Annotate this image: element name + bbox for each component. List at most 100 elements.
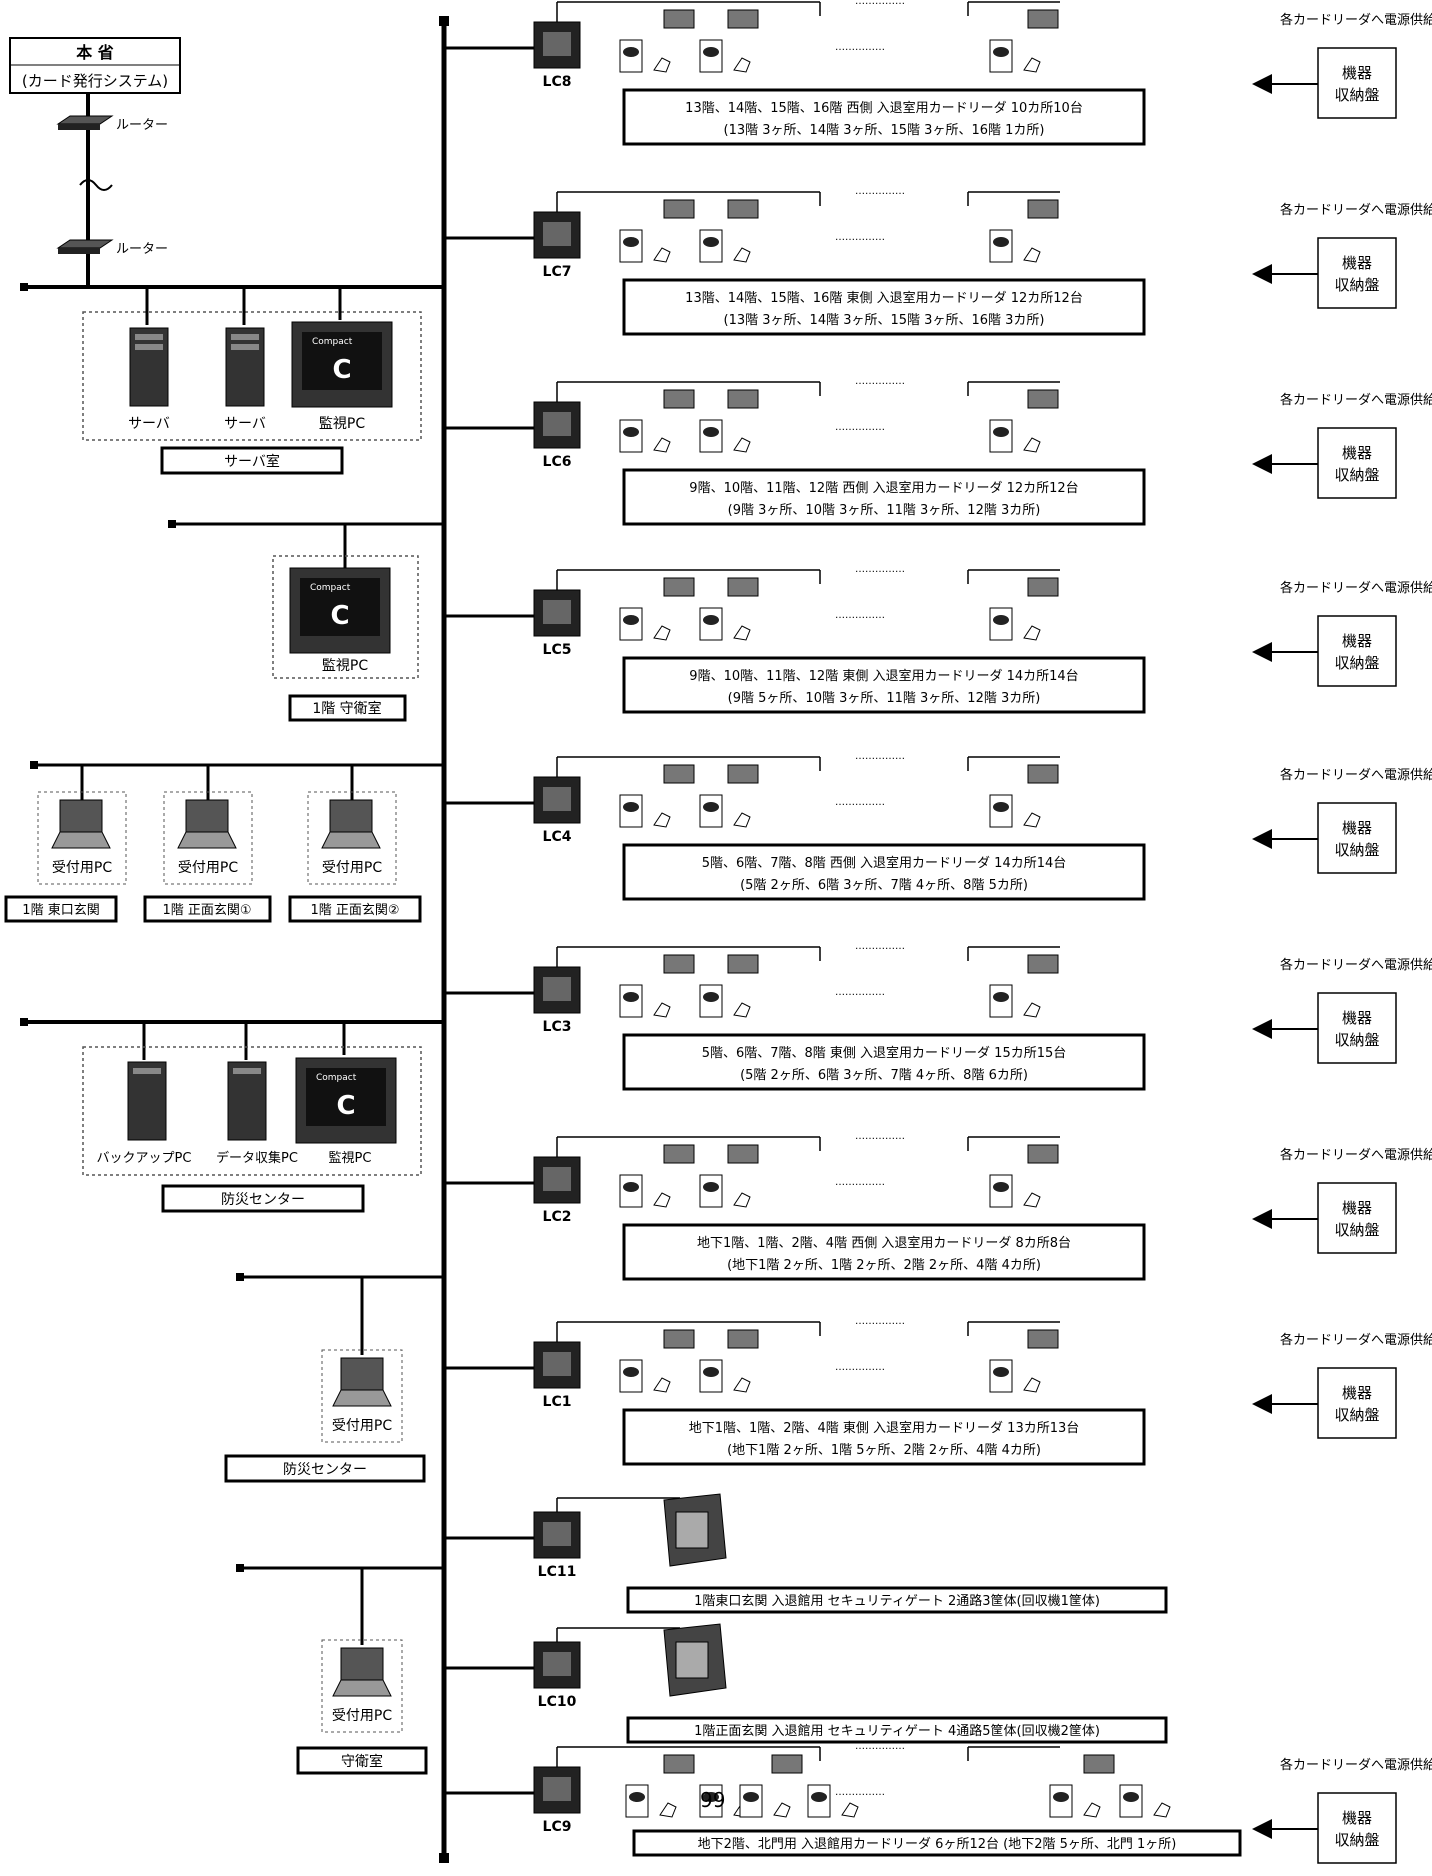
laptop-icon — [321, 799, 381, 849]
power-panel-line2: 収納盤 — [1334, 1831, 1379, 1849]
guard-room-group — [272, 555, 419, 679]
power-panel-line2: 収納盤 — [1334, 1031, 1379, 1049]
monitor-pc-icon: Compact C — [295, 1057, 397, 1144]
server-tower-icon — [227, 1061, 267, 1141]
reader-caption-line2: (地下1階 2ヶ所、1階 5ヶ所、2階 2ヶ所、4階 4カ所) — [727, 1443, 1041, 1458]
monitor-pc-icon: Compact C — [291, 321, 393, 408]
reception-pc-label: 受付用PC — [332, 1708, 392, 1724]
ellipsis-dots: …………… — [835, 42, 885, 53]
reader-caption-line1: 5階、6階、7階、8階 東側 入退室用カードリーダ 15カ所15台 — [702, 1045, 1067, 1061]
controller-box-lc10 — [533, 1641, 581, 1689]
controller-row-lc11: LC11 1階東口玄関 入退館用 セキュリティゲート 2通路3筐体(回収機1筐体) — [444, 1493, 1168, 1614]
power-panel-line1: 機器 — [1342, 632, 1372, 650]
front-entrance-2-label: 1階 正面玄関② — [310, 903, 399, 918]
gate-caption: 1階東口玄関 入退館用 セキュリティゲート 2通路3筐体(回収機1筐体) — [694, 1593, 1100, 1609]
guard-room-label: 1階 守衛室 — [312, 700, 381, 717]
ellipsis-dots: …………… — [855, 564, 905, 575]
controller-box-lc5 — [533, 589, 581, 637]
headquarters-title: 本 省 — [76, 43, 114, 62]
ellipsis-dots: …………… — [835, 1362, 885, 1373]
reader-caption-line1: 地下1階、1階、2階、4階 西側 入退室用カードリーダ 8カ所8台 — [697, 1235, 1071, 1251]
reader-caption-line2: (9階 5ヶ所、10階 3ヶ所、11階 3ヶ所、12階 3カ所) — [728, 691, 1041, 706]
controller-box-lc11 — [533, 1511, 581, 1559]
laptop-icon — [51, 799, 111, 849]
reader-caption: 地下2階、北門用 入退館用カードリーダ 6ヶ所12台 (地下2階 5ヶ所、北門 … — [698, 1837, 1177, 1852]
headquarters-subtitle: (カード発行システム) — [22, 72, 168, 90]
laptop-icon — [332, 1357, 392, 1407]
power-supply-title: 各カードリーダへ電源供給 — [1280, 12, 1432, 28]
router-icon — [56, 239, 114, 254]
monitor-pc-label: 監視PC — [319, 415, 365, 432]
laptop-icon — [332, 1647, 392, 1697]
controller-id-lc3: LC3 — [543, 1019, 572, 1035]
guard-room-bottom-label: 守衛室 — [341, 1753, 383, 1770]
backup-pc-label: バックアップPC — [97, 1151, 192, 1166]
router-label-1: ルーター — [116, 118, 168, 133]
power-panel-line2: 収納盤 — [1334, 841, 1379, 859]
ellipsis-dots: …………… — [835, 987, 885, 998]
ellipsis-dots: …………… — [855, 1741, 905, 1752]
controllers-layer: LC8…………………………13階、14階、15階、16階 西側 入退室用カードリ… — [444, 0, 1432, 1864]
server-tower-icon — [225, 327, 265, 407]
controller-id-lc10: LC10 — [538, 1694, 577, 1710]
server-label-2: サーバ — [224, 416, 266, 432]
svg-text:Compact: Compact — [316, 1073, 357, 1083]
disaster-center-2-label: 防災センター — [283, 1462, 367, 1478]
power-supply-title: 各カードリーダへ電源供給 — [1280, 957, 1432, 973]
laptop-icon — [177, 799, 237, 849]
controller-row-lc3: LC3 …………… …………… 5階、6階、7階、8階 東側 入退室用カードリーダ 1… — [444, 941, 1146, 1091]
reader-caption-line2: (13階 3ヶ所、14階 3ヶ所、15階 3ヶ所、16階 3カ所) — [724, 313, 1045, 328]
monitor-pc-label: 監視PC — [329, 1150, 372, 1166]
controller-id-lc11: LC11 — [538, 1564, 577, 1580]
reception-pc-label: 受付用PC — [322, 860, 382, 876]
monitor-pc-icon: Compact C — [289, 567, 391, 654]
ellipsis-dots: …………… — [855, 941, 905, 952]
power-panel-line2: 収納盤 — [1334, 1221, 1379, 1239]
disaster-center-label: 防災センター — [221, 1192, 305, 1208]
controller-box-lc6 — [533, 401, 581, 449]
controller-id-lc4: LC4 — [543, 829, 572, 845]
controller-row-lc1: LC1…………………………地下1階、1階、2階、4階 東側 入退室用カードリーダ… — [444, 1316, 1146, 1466]
power-panel-line1: 機器 — [1342, 254, 1372, 272]
power-panel-line2: 収納盤 — [1334, 86, 1379, 104]
power-panel-line2: 収納盤 — [1334, 654, 1379, 672]
controller-id-lc2: LC2 — [543, 1209, 572, 1225]
controller-row-lc7: LC7…………………………13階、14階、15階、16階 東側 入退室用カードリ… — [444, 186, 1146, 336]
controller-box-lc3 — [533, 966, 581, 1014]
power-panel-line2: 収納盤 — [1334, 276, 1379, 294]
ellipsis-dots: …………… — [835, 232, 885, 243]
power-panel-line2: 収納盤 — [1334, 466, 1379, 484]
gate-caption: 1階正面玄関 入退館用 セキュリティゲート 4通路5筐体(回収機2筐体) — [694, 1723, 1100, 1739]
power-supply-title: 各カードリーダへ電源供給 — [1280, 1332, 1432, 1348]
reception-pc-label: 受付用PC — [332, 1418, 392, 1434]
svg-text:C: C — [336, 1091, 355, 1121]
reader-caption-line1: 5階、6階、7階、8階 西側 入退室用カードリーダ 14カ所14台 — [702, 855, 1067, 871]
controller-id-lc9: LC9 — [543, 1819, 572, 1835]
power-panel-line2: 収納盤 — [1334, 1406, 1379, 1424]
wan-break-icon — [79, 179, 113, 191]
svg-text:C: C — [332, 355, 351, 385]
reception-pc-label: 受付用PC — [52, 860, 112, 876]
ellipsis-dots: …………… — [835, 422, 885, 433]
reader-caption-line2: (13階 3ヶ所、14階 3ヶ所、15階 3ヶ所、16階 1カ所) — [724, 123, 1045, 138]
power-supply-title: 各カードリーダへ電源供給 — [1280, 1757, 1432, 1773]
power-panel-line1: 機器 — [1342, 1384, 1372, 1402]
reader-caption-line1: 9階、10階、11階、12階 東側 入退室用カードリーダ 14カ所14台 — [689, 668, 1078, 684]
ellipsis-dots: …………… — [855, 186, 905, 197]
controller-row-lc4: LC4…………………………5階、6階、7階、8階 西側 入退室用カードリーダ 1… — [444, 751, 1146, 901]
controller-box-lc1 — [533, 1341, 581, 1389]
reader-caption-line2: (5階 2ヶ所、6階 3ヶ所、7階 4ヶ所、8階 5カ所) — [740, 878, 1028, 893]
controller-id-lc1: LC1 — [543, 1394, 572, 1410]
security-gate-icon — [663, 1623, 727, 1697]
power-supply-title: 各カードリーダへ電源供給 — [1280, 580, 1432, 596]
power-panel-line1: 機器 — [1342, 444, 1372, 462]
ellipsis-dots: …………… — [835, 1787, 885, 1798]
reader-caption-line2: (9階 3ヶ所、10階 3ヶ所、11階 3ヶ所、12階 3カ所) — [728, 503, 1041, 518]
power-panel-line1: 機器 — [1342, 1009, 1372, 1027]
controller-box-lc4 — [533, 776, 581, 824]
power-panel-line1: 機器 — [1342, 64, 1372, 82]
